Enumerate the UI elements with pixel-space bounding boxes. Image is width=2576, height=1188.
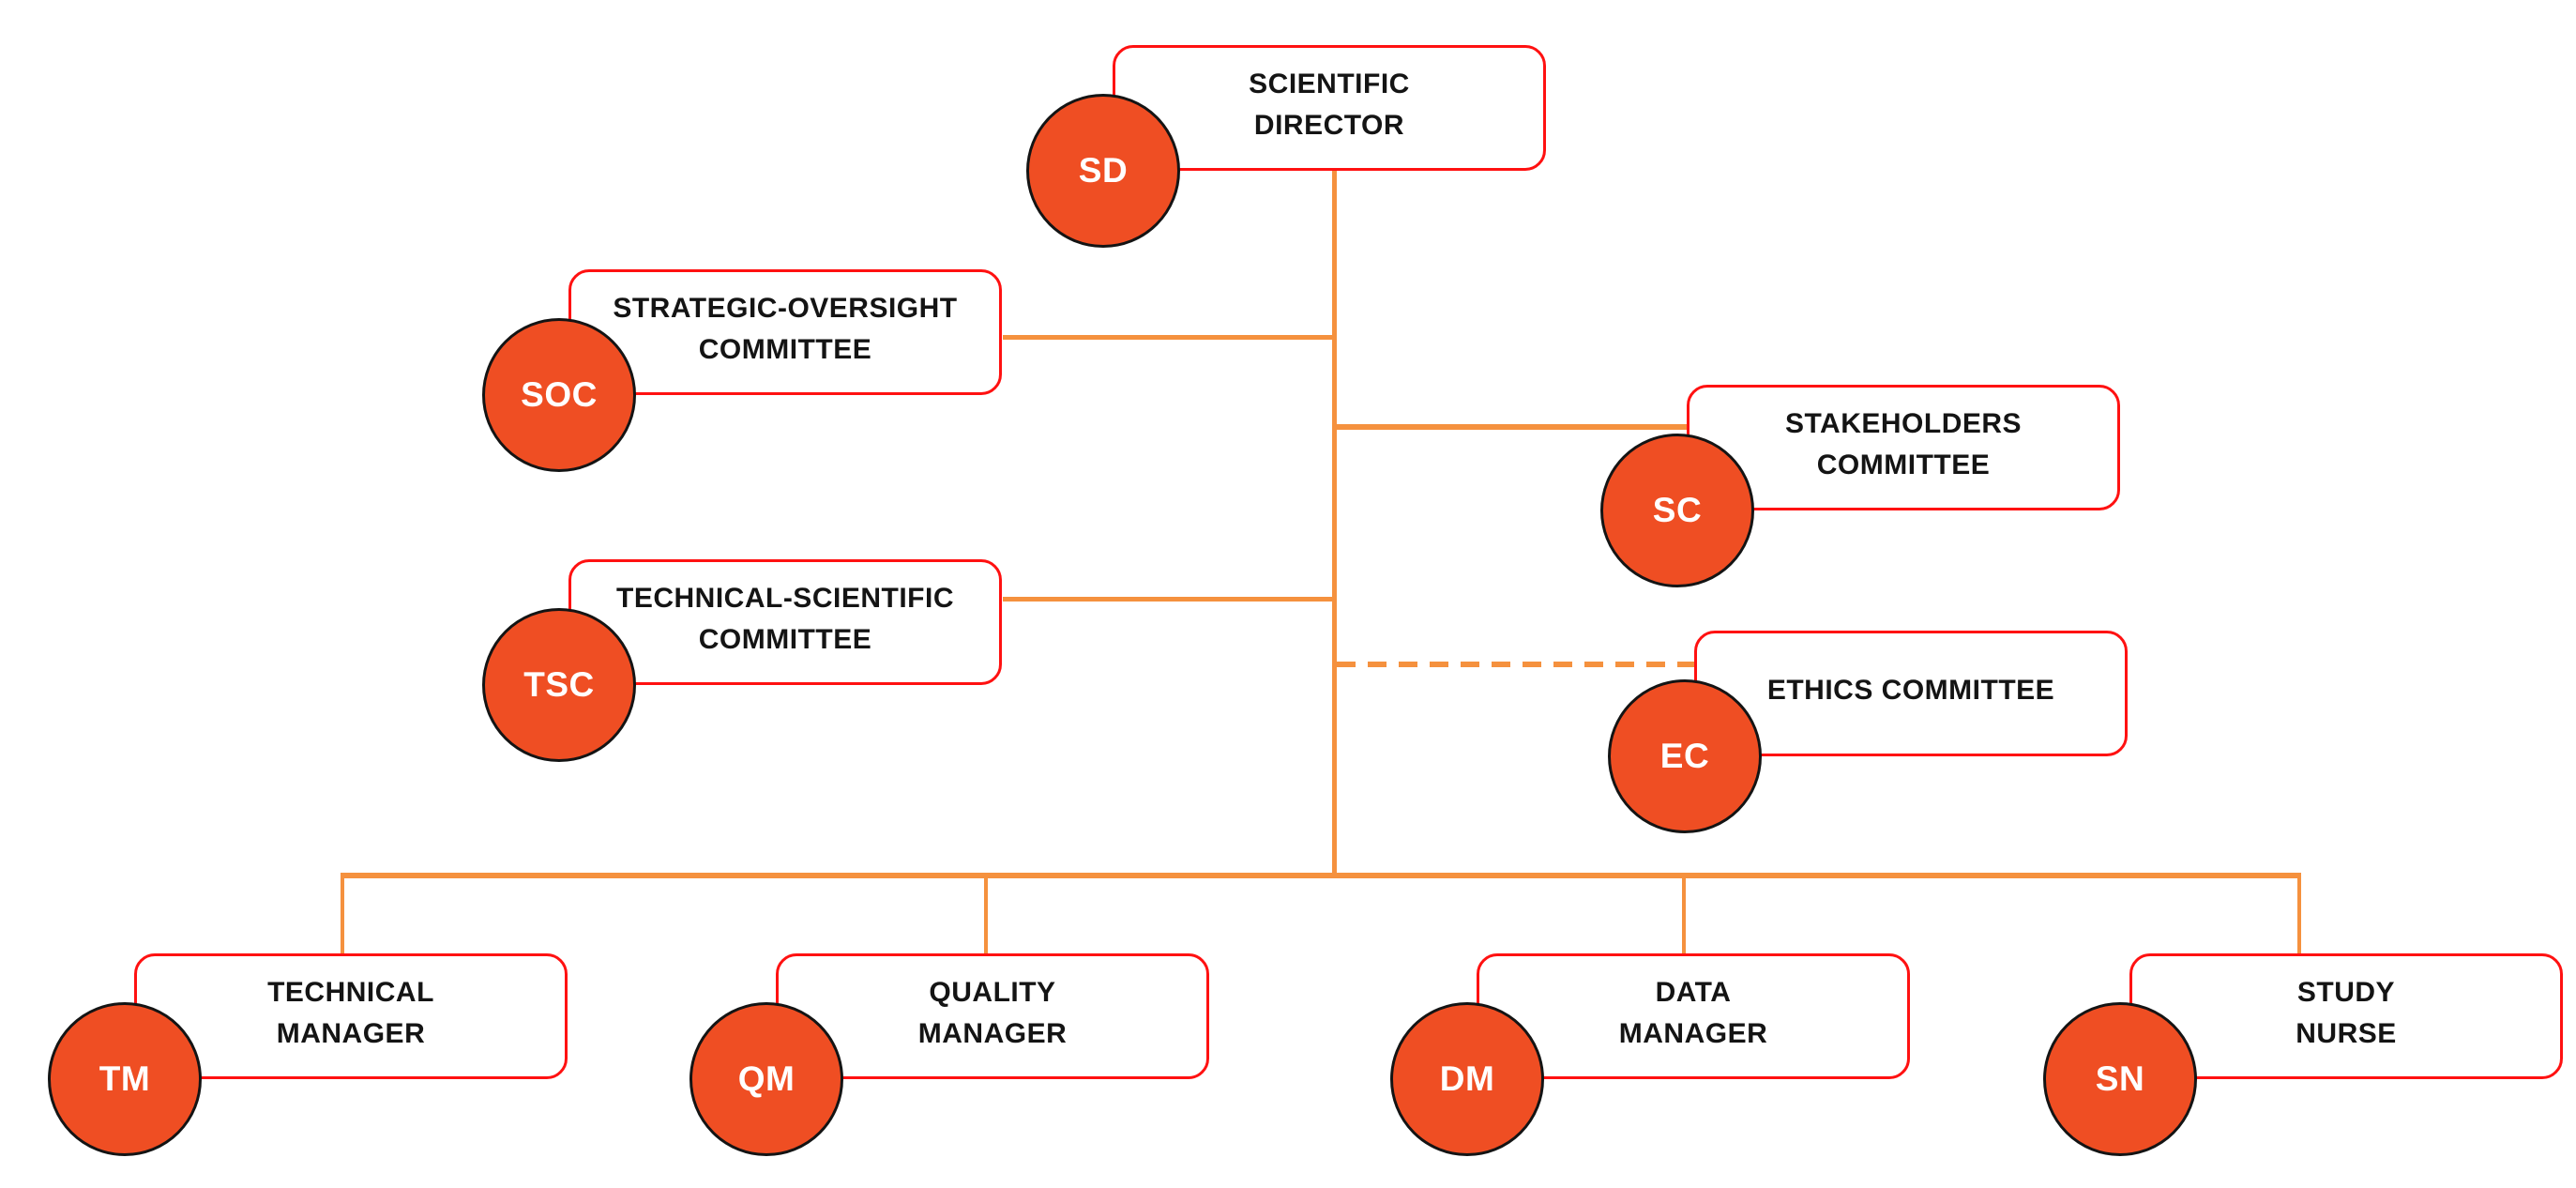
- node-ethics-committee: ETHICS COMMITTEE EC: [1608, 631, 2128, 833]
- node-technical-scientific-committee: TECHNICAL-SCIENTIFIC COMMITTEE TSC: [482, 559, 1002, 762]
- abbr-badge-dm: DM: [1390, 1002, 1544, 1156]
- node-label: DATA MANAGER: [1618, 977, 1768, 1049]
- connector-sd-sc: [1332, 424, 1687, 430]
- label-box-technical-manager: TECHNICAL MANAGER: [134, 953, 568, 1079]
- label-box-study-nurse: STUDY NURSE: [2129, 953, 2563, 1079]
- label-box-ethics-committee: ETHICS COMMITTEE: [1694, 631, 2128, 756]
- node-study-nurse: STUDY NURSE SN: [2043, 953, 2563, 1156]
- node-label: SCIENTIFIC DIRECTOR: [1249, 69, 1410, 141]
- label-box-technical-scientific-committee: TECHNICAL-SCIENTIFIC COMMITTEE: [568, 559, 1002, 685]
- node-label: TECHNICAL-SCIENTIFIC COMMITTEE: [616, 583, 954, 655]
- abbr-text: EC: [1659, 737, 1710, 775]
- node-label: ETHICS COMMITTEE: [1766, 675, 2055, 706]
- node-quality-manager: QUALITY MANAGER QM: [689, 953, 1209, 1156]
- connector-sd-soc: [1003, 335, 1332, 340]
- node-label: STUDY NURSE: [2296, 977, 2397, 1049]
- node-stakeholders-committee: STAKEHOLDERS COMMITTEE SC: [1600, 385, 2120, 587]
- connector-drop-qm: [984, 873, 988, 955]
- connector-sd-ec-dashed: [1337, 662, 1694, 667]
- abbr-text: QM: [737, 1059, 796, 1098]
- abbr-badge-tm: TM: [48, 1002, 202, 1156]
- node-label: STRATEGIC-OVERSIGHT COMMITTEE: [613, 293, 958, 365]
- abbr-text: SN: [2095, 1059, 2145, 1098]
- connector-drop-tm: [341, 873, 344, 955]
- abbr-badge-tsc: TSC: [482, 608, 636, 762]
- abbr-text: SOC: [521, 375, 598, 414]
- abbr-badge-ec: EC: [1608, 679, 1762, 833]
- label-box-scientific-director: SCIENTIFIC DIRECTOR: [1113, 45, 1546, 171]
- abbr-badge-sn: SN: [2043, 1002, 2197, 1156]
- label-box-stakeholders-committee: STAKEHOLDERS COMMITTEE: [1687, 385, 2120, 510]
- connector-bottom-distribution: [341, 873, 2301, 878]
- node-scientific-director: SCIENTIFIC DIRECTOR SD: [1026, 45, 1546, 248]
- node-technical-manager: TECHNICAL MANAGER TM: [48, 953, 568, 1156]
- node-data-manager: DATA MANAGER DM: [1390, 953, 1910, 1156]
- node-strategic-oversight-committee: STRATEGIC-OVERSIGHT COMMITTEE SOC: [482, 269, 1002, 472]
- abbr-text: SC: [1652, 491, 1703, 529]
- connector-sd-tsc: [1003, 597, 1332, 602]
- connector-trunk-vertical: [1332, 171, 1337, 876]
- label-box-quality-manager: QUALITY MANAGER: [776, 953, 1209, 1079]
- node-label: TECHNICAL MANAGER: [267, 977, 434, 1049]
- abbr-text: TM: [98, 1059, 151, 1098]
- label-box-data-manager: DATA MANAGER: [1477, 953, 1910, 1079]
- node-label: STAKEHOLDERS COMMITTEE: [1784, 408, 2023, 480]
- abbr-badge-qm: QM: [689, 1002, 843, 1156]
- abbr-badge-sd: SD: [1026, 94, 1180, 248]
- node-label: QUALITY MANAGER: [917, 977, 1068, 1049]
- label-box-strategic-oversight-committee: STRATEGIC-OVERSIGHT COMMITTEE: [568, 269, 1002, 395]
- abbr-badge-soc: SOC: [482, 318, 636, 472]
- abbr-text: SD: [1078, 151, 1129, 190]
- abbr-badge-sc: SC: [1600, 434, 1754, 587]
- connector-drop-dm: [1682, 873, 1686, 955]
- connector-drop-sn: [2297, 873, 2301, 955]
- abbr-text: DM: [1439, 1059, 1495, 1098]
- abbr-text: TSC: [523, 665, 595, 704]
